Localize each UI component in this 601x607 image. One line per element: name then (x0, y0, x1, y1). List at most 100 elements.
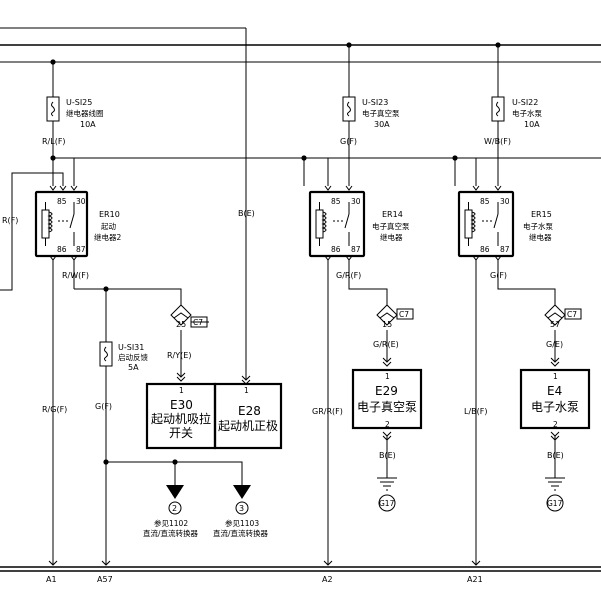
connector-25: 25 C7 R/Y(E) (167, 304, 209, 382)
pin-label: 87 (500, 245, 510, 254)
component-code: E30 (170, 398, 193, 412)
wire-label: G(F) (490, 271, 507, 280)
wire-label: GR/R(F) (312, 407, 343, 416)
relay-name: 起动 (101, 221, 116, 231)
connector-ref: C7 (567, 310, 577, 319)
ref-line2: 直流/直流转换器 (213, 528, 269, 538)
relay-name: 电子水泵 (523, 221, 553, 231)
pin-label: 85 (57, 197, 67, 206)
fuse-rating: 10A (80, 120, 96, 129)
relay-code: ER15 (531, 210, 552, 219)
relay-er14: 85 30 86 87 ER14 电子真空泵 继电器 G/R(F) GR/R(F… (303, 158, 410, 565)
relay-code: ER10 (99, 210, 120, 219)
wire-label: R/L(F) (42, 137, 66, 146)
wire-label: L/B(F) (464, 407, 487, 416)
bottom-pin: A57 (97, 575, 113, 584)
relay-name: 继电器 (529, 232, 552, 242)
fuse-u-si22: U-SI22 电子水泵 10A W/B(F) (484, 45, 542, 186)
component-pin: 1 (385, 372, 390, 381)
relay-name: 电子真空泵 (372, 221, 410, 231)
bottom-pin: A2 (322, 575, 333, 584)
ref-num: 2 (172, 504, 177, 513)
connector-57: 57 C7 G/E) (544, 304, 582, 367)
fuse-name: 电子真空泵 (362, 108, 400, 118)
pin-label: 86 (480, 245, 490, 254)
relay-er15: 85 30 86 87 ER15 电子水泵 继电器 G(F) L/B(F) (454, 158, 556, 565)
pin-label: 87 (76, 245, 86, 254)
connector-pin: 25 (176, 320, 186, 329)
wire-label: W/B(F) (484, 137, 511, 146)
component-pin: 1 (244, 386, 249, 395)
relay-name: 继电器 (380, 232, 403, 242)
ref-arrow-3: 3 参见1103 直流/直流转换器 (213, 485, 269, 538)
fuse-u-si31: U-SI31 启动反馈 5A G(F) (95, 341, 243, 565)
connector-pin: 57 (550, 320, 560, 329)
ground-label: G17 (547, 499, 563, 508)
connector-15: 15 C7 G/R(E) (373, 304, 414, 367)
connector-ref: C7 (399, 310, 409, 319)
bottom-pin: A21 (467, 575, 483, 584)
pin-label: 86 (331, 245, 341, 254)
wire-label: G/R(E) (373, 340, 399, 349)
fuse-name: 继电器线圈 (66, 108, 104, 118)
component-name: 起动机正极 (218, 419, 278, 433)
pin-label: 30 (76, 197, 86, 206)
component-name: 电子真空泵 (357, 400, 417, 414)
ref-line2: 直流/直流转换器 (143, 528, 199, 538)
component-pin: 2 (385, 420, 390, 429)
fuse-name: 电子水泵 (512, 108, 542, 118)
ref-arrow-2: 2 参见1102 直流/直流转换器 (143, 485, 199, 538)
bottom-pin: A1 (46, 575, 57, 584)
component-pin: 1 (179, 386, 184, 395)
component-code: E4 (547, 384, 562, 398)
relay-name: 继电器2 (94, 232, 121, 242)
fuse-rating: 30A (374, 120, 390, 129)
pin-label: 86 (57, 245, 67, 254)
fuse-code: U-SI31 (118, 343, 144, 352)
fuse-code: U-SI25 (66, 98, 92, 107)
connector-pin: 15 (382, 320, 392, 329)
wire-label: G(F) (340, 137, 357, 146)
ref-line1: 参见1103 (225, 518, 259, 528)
wire-label: R/W(F) (62, 271, 89, 280)
wire-label: R/G(F) (42, 405, 67, 414)
component-e29: 1 E29 电子真空泵 2 B(E) G17 (351, 368, 423, 512)
component-e4: 1 E4 电子水泵 2 B(E) G17 (519, 368, 591, 512)
component-name: 开关 (169, 426, 193, 440)
wire-label: G/E) (546, 340, 563, 349)
component-name: 电子水泵 (531, 400, 579, 414)
pin-label: 85 (331, 197, 341, 206)
wire-label: B(E) (547, 451, 564, 460)
component-name: 起动机吸拉 (151, 411, 211, 426)
pin-label: 30 (500, 197, 510, 206)
connector-ref: C7 (193, 318, 203, 327)
wire-label: B(E) (379, 451, 396, 460)
component-code: E29 (375, 384, 398, 398)
component-pin: 1 (553, 372, 558, 381)
ref-line1: 参见1102 (154, 518, 188, 528)
relay-code: ER14 (382, 210, 403, 219)
ref-num: 3 (239, 504, 244, 513)
fuse-u-si23: U-SI23 电子真空泵 30A G(F) (340, 45, 400, 186)
fuse-u-si25: U-SI25 继电器线圈 10A R/L(F) (42, 62, 104, 158)
ground-label: G17 (379, 499, 395, 508)
fuse-rating: 5A (128, 363, 139, 372)
relay-er10: R(F) 85 30 86 87 ER10 起动 继电器2 R/W(F) R/G… (0, 158, 182, 565)
pin-label: 85 (480, 197, 490, 206)
component-pin: 2 (553, 420, 558, 429)
wire-label: G(F) (95, 402, 112, 411)
fuse-name: 启动反馈 (118, 352, 148, 362)
fuse-code: U-SI22 (512, 98, 538, 107)
component-code: E28 (238, 404, 261, 418)
fuse-code: U-SI23 (362, 98, 388, 107)
bottom-connector: A1 A57 A2 A21 (0, 560, 601, 584)
fuse-rating: 10A (524, 120, 540, 129)
wire-label: R/Y(E) (167, 351, 191, 360)
wire-label: B(E) (238, 209, 255, 218)
pin-label: 87 (351, 245, 361, 254)
component-e30-e28: 1 1 E30 起动机吸拉 开关 E28 起动机正极 B(E) (145, 209, 283, 450)
pin-label: 30 (351, 197, 361, 206)
wire-label: G/R(F) (336, 271, 361, 280)
top-feeds (0, 27, 601, 380)
